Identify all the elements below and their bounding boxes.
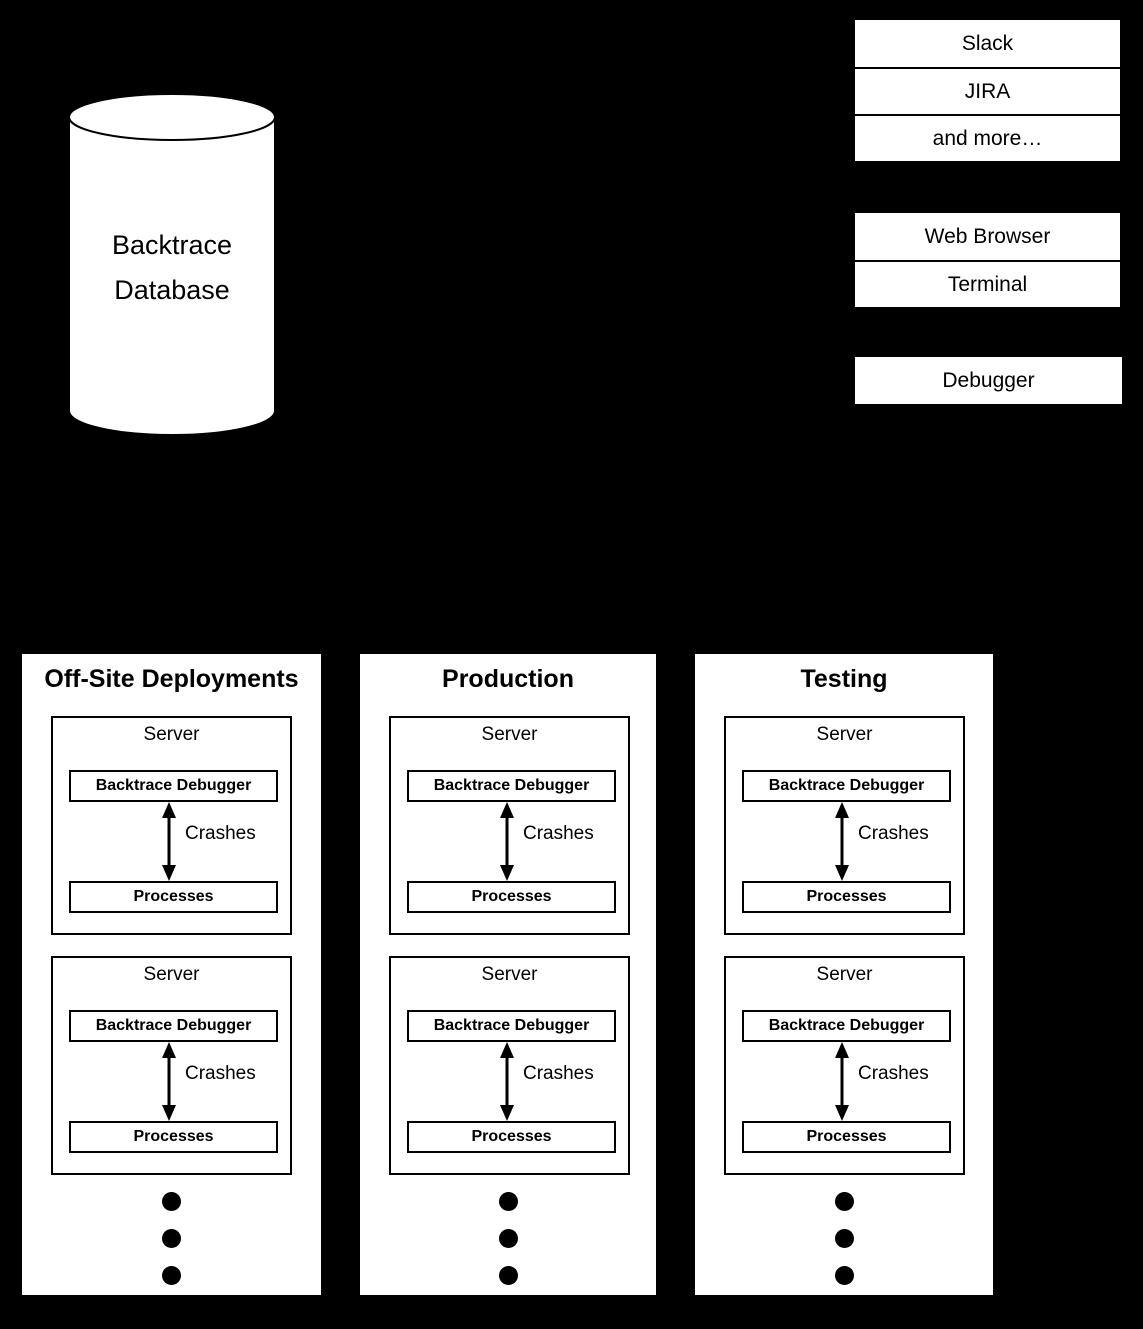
integration-label: Slack [961, 31, 1014, 55]
processes-box: Processes [407, 1121, 616, 1153]
processes-label: Processes [806, 888, 887, 905]
environment-title: Production [442, 665, 574, 693]
crashes-double-arrow-icon [159, 802, 179, 881]
integration-label: and more… [932, 126, 1043, 150]
server-title: Server [481, 724, 538, 745]
crashes-label: Crashes [858, 823, 929, 844]
crashes-double-arrow-icon [832, 802, 852, 881]
backtrace-debugger-label: Backtrace Debugger [95, 1017, 252, 1034]
ellipsis-dot [498, 1192, 518, 1211]
ellipsis-dot [162, 1229, 181, 1248]
server-title: Server [481, 964, 538, 985]
server-box: Server Backtrace Debugger Crashes Proces… [389, 716, 630, 935]
ellipsis-dots [360, 1192, 656, 1285]
ellipsis-dot [834, 1266, 854, 1285]
integration-item-jira[interactable]: JIRA [855, 67, 1120, 114]
backtrace-debugger-box: Backtrace Debugger [407, 770, 616, 802]
environment-panel-production: Production Server Backtrace Debugger Cra… [358, 652, 658, 1297]
backtrace-debugger-label: Backtrace Debugger [768, 1017, 925, 1034]
environment-title: Testing [800, 665, 888, 693]
environment-title: Off-Site Deployments [44, 665, 299, 693]
server-box: Server Backtrace Debugger Crashes Proces… [389, 956, 630, 1175]
backtrace-debugger-box: Backtrace Debugger [742, 1010, 951, 1042]
environment-panel-testing: Testing Server Backtrace Debugger Crashe… [693, 652, 995, 1297]
backtrace-debugger-box: Backtrace Debugger [69, 1010, 278, 1042]
ellipsis-dot [162, 1192, 181, 1211]
crashes-double-arrow-icon [832, 1042, 852, 1121]
ellipsis-dot [498, 1266, 518, 1285]
integrations-stack: Slack JIRA and more… [853, 18, 1122, 163]
integration-item-and-more[interactable]: and more… [855, 114, 1120, 161]
processes-label: Processes [471, 1128, 552, 1145]
processes-box: Processes [69, 881, 278, 913]
backtrace-database-cylinder: Backtrace Database [68, 93, 276, 435]
processes-label: Processes [471, 888, 552, 905]
processes-box: Processes [742, 1121, 951, 1153]
processes-box: Processes [69, 1121, 278, 1153]
clients-stack: Web Browser Terminal [853, 211, 1122, 309]
crashes-label: Crashes [185, 823, 256, 844]
cylinder-shape [68, 93, 276, 435]
integration-label: JIRA [964, 79, 1011, 103]
backtrace-debugger-box: Backtrace Debugger [742, 770, 951, 802]
client-item-web-browser[interactable]: Web Browser [855, 213, 1120, 260]
integration-item-slack[interactable]: Slack [855, 20, 1120, 67]
environment-panel-off-site-deployments: Off-Site Deployments Server Backtrace De… [20, 652, 323, 1297]
backtrace-debugger-box: Backtrace Debugger [69, 770, 278, 802]
client-label: Web Browser [924, 224, 1051, 248]
crashes-label: Crashes [858, 1063, 929, 1084]
ellipsis-dots [695, 1192, 993, 1285]
tools-stack: Debugger [853, 355, 1124, 406]
backtrace-debugger-label: Backtrace Debugger [433, 1017, 590, 1034]
backtrace-debugger-box: Backtrace Debugger [407, 1010, 616, 1042]
ellipsis-dot [834, 1192, 854, 1211]
crashes-double-arrow-icon [159, 1042, 179, 1121]
processes-label: Processes [133, 888, 214, 905]
ellipsis-dots [22, 1192, 321, 1285]
processes-label: Processes [133, 1128, 214, 1145]
tool-item-debugger[interactable]: Debugger [855, 357, 1122, 404]
crashes-label: Crashes [523, 1063, 594, 1084]
crashes-double-arrow-icon [497, 802, 517, 881]
backtrace-debugger-label: Backtrace Debugger [433, 777, 590, 794]
server-title: Server [143, 724, 200, 745]
ellipsis-dot [498, 1229, 518, 1248]
server-box: Server Backtrace Debugger Crashes Proces… [51, 956, 292, 1175]
crashes-double-arrow-icon [497, 1042, 517, 1121]
backtrace-debugger-label: Backtrace Debugger [95, 777, 252, 794]
server-title: Server [816, 964, 873, 985]
backtrace-debugger-label: Backtrace Debugger [768, 777, 925, 794]
tool-label: Debugger [942, 368, 1035, 392]
ellipsis-dot [834, 1229, 854, 1248]
crashes-label: Crashes [523, 823, 594, 844]
server-box: Server Backtrace Debugger Crashes Proces… [51, 716, 292, 935]
server-box: Server Backtrace Debugger Crashes Proces… [724, 716, 965, 935]
server-title: Server [143, 964, 200, 985]
client-label: Terminal [947, 272, 1028, 296]
server-box: Server Backtrace Debugger Crashes Proces… [724, 956, 965, 1175]
processes-box: Processes [742, 881, 951, 913]
ellipsis-dot [162, 1266, 181, 1285]
server-title: Server [816, 724, 873, 745]
crashes-label: Crashes [185, 1063, 256, 1084]
processes-label: Processes [806, 1128, 887, 1145]
client-item-terminal[interactable]: Terminal [855, 260, 1120, 307]
processes-box: Processes [407, 881, 616, 913]
